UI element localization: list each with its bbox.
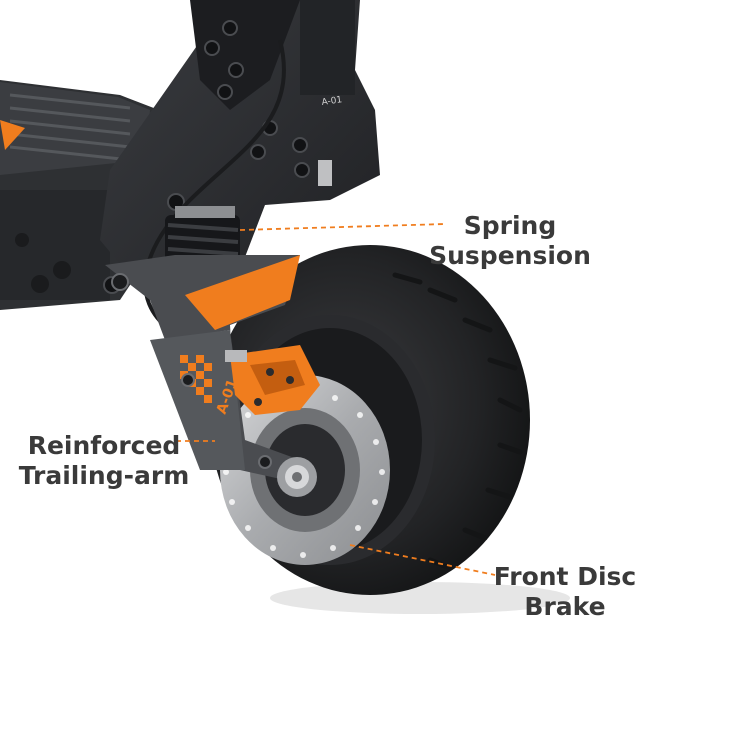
wheel-hub: [277, 457, 317, 497]
callout-arm-line2: Trailing-arm: [18, 461, 190, 490]
leader-spring: [239, 223, 446, 231]
trailing-arm: A-01: [105, 255, 300, 480]
brake-caliper: [225, 345, 320, 415]
callout-spring-line2: Suspension: [429, 241, 591, 270]
callout-arm-line1: Reinforced: [27, 431, 181, 460]
callout-spring-line1: Spring: [463, 211, 557, 240]
svg-text:A-01: A-01: [321, 95, 343, 108]
callout-leaders: [176, 223, 496, 576]
callout-reinforced-trailing-arm: Reinforced Trailing-arm: [14, 431, 194, 491]
leader-brake: [349, 544, 496, 576]
callout-brake-line1: Front Disc: [493, 562, 637, 591]
callout-brake-line2: Brake: [524, 592, 606, 621]
callout-front-disc-brake: Front Disc Brake: [490, 562, 640, 622]
callout-spring-suspension: Spring Suspension: [420, 211, 600, 271]
